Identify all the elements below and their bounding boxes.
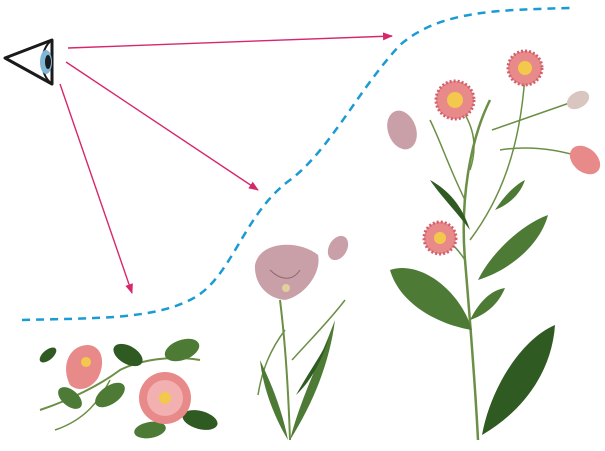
sight-line-arrow (66, 62, 258, 190)
sight-line-arrow (68, 36, 392, 48)
daisy-bud (564, 140, 605, 180)
daisy-flower (508, 51, 542, 85)
daisy-bud (382, 106, 422, 153)
daisy-plant-icon (382, 51, 605, 440)
morning-glory-icon (37, 334, 220, 440)
daisy-bud (564, 87, 593, 113)
bellflower-icon (255, 232, 352, 440)
eye-icon (5, 40, 52, 84)
daisy-flower (424, 222, 456, 254)
daisy-flower (436, 81, 474, 119)
sight-line-arrow (60, 84, 132, 293)
